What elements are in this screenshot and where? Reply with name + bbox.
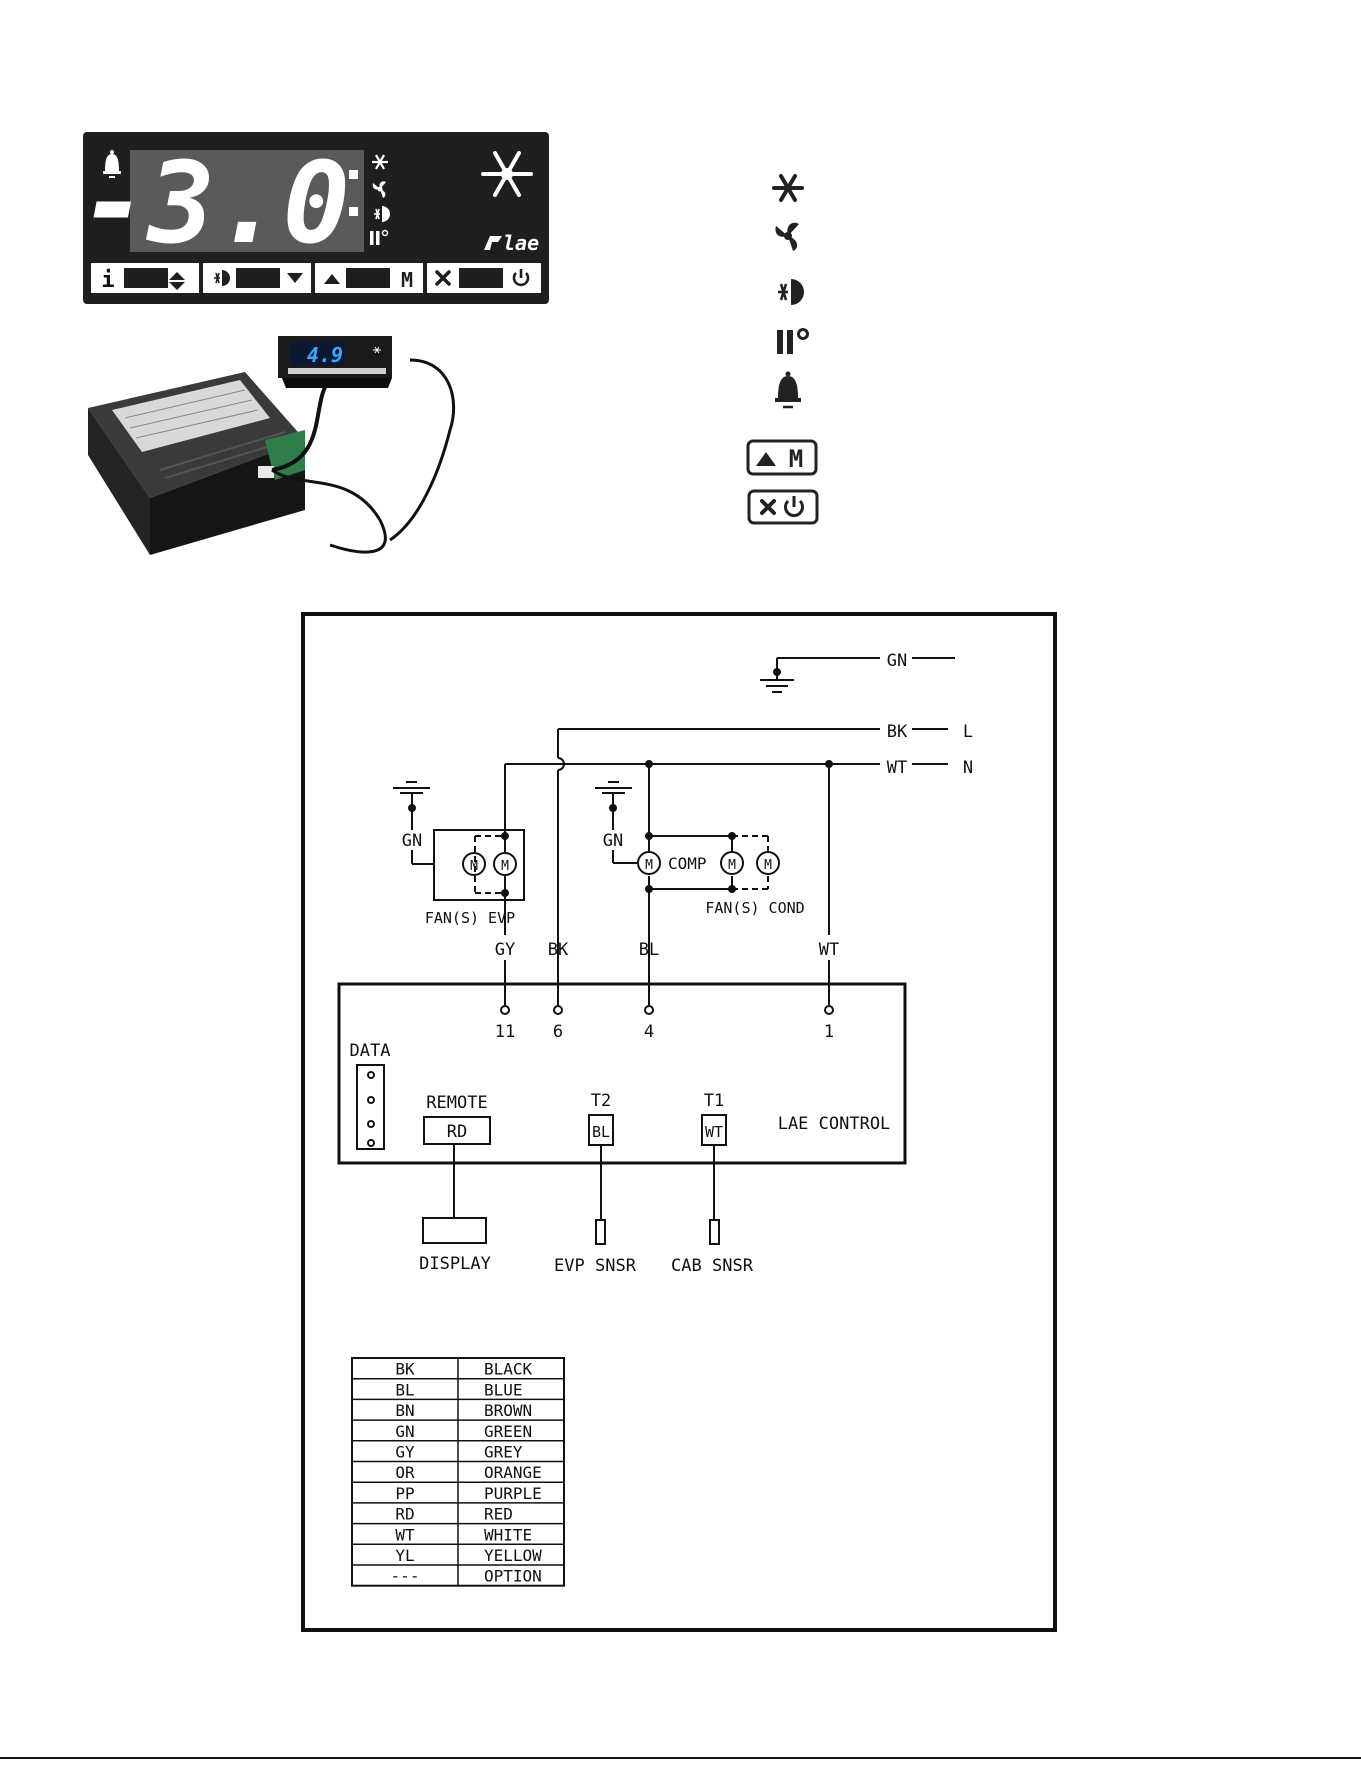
lae-control-label: LAE CONTROL (778, 1114, 891, 1134)
snowflake-icon (774, 176, 802, 200)
t2-label: T2 (591, 1091, 611, 1111)
panel-button-strip: i M (91, 263, 541, 293)
label-gn-top: GN (887, 651, 907, 671)
ground-symbol (760, 658, 955, 692)
label-bk-right: BK (887, 722, 908, 742)
terminal-1: 1 (824, 1022, 834, 1042)
fans-cond-label: FAN(S) COND (705, 899, 804, 917)
rd-label: RD (447, 1122, 467, 1142)
motor-label: M (645, 858, 653, 873)
data-label: DATA (350, 1041, 391, 1061)
pause-degree-icon (777, 330, 808, 355)
info-label: i (101, 268, 114, 293)
controller-module-illustration: 4.9 (88, 336, 454, 555)
remote-label: REMOTE (426, 1093, 487, 1113)
fan-icon (776, 223, 800, 251)
label-n: N (963, 758, 973, 778)
legend-color-name: GREEN (484, 1422, 532, 1441)
terminal-4: 4 (644, 1022, 654, 1042)
t1-box-label: WT (705, 1123, 723, 1141)
legend-code: RD (395, 1505, 414, 1524)
label-gn-comp: GN (603, 831, 623, 851)
schematic-labels: GN BK WT L N GN GN M M M M M COMP FAN(S)… (350, 651, 974, 1276)
panel-display-value: -3.0 (80, 139, 350, 269)
legend-color-name: YELLOW (484, 1546, 542, 1565)
label-wt: WT (819, 940, 839, 960)
legend-color-name: PURPLE (484, 1484, 542, 1503)
legend-m-label: M (789, 445, 803, 473)
stop-power-button-icon (749, 491, 817, 523)
legend-code: BL (395, 1380, 414, 1399)
legend-color-name: GREY (484, 1443, 523, 1462)
schematic-frame (303, 614, 1055, 1630)
evp-snsr-label: EVP SNSR (554, 1256, 637, 1276)
t2-box-label: BL (592, 1123, 610, 1141)
legend-color-name: WHITE (484, 1525, 532, 1544)
display-label: DISPLAY (419, 1254, 491, 1274)
controller-front-panel: -3.0 (80, 132, 549, 304)
up-m-button-icon: M (748, 441, 816, 474)
m-label: M (401, 268, 413, 292)
legend-code: OR (395, 1463, 415, 1482)
legend-code: BK (395, 1360, 415, 1379)
legend-code: GN (395, 1422, 414, 1441)
icon-legend: M (748, 176, 817, 523)
legend-color-name: BLUE (484, 1380, 523, 1399)
legend-color-name: BLACK (484, 1360, 533, 1379)
label-wt-right: WT (887, 758, 907, 778)
legend-color-name: RED (484, 1505, 513, 1524)
fans-evp-label: FAN(S) EVP (425, 909, 515, 927)
brand-logo-text: lae (503, 231, 539, 255)
legend-color-name: ORANGE (484, 1463, 542, 1482)
module-display-value: 4.9 (307, 343, 343, 367)
wiring-schematic (303, 614, 1055, 1630)
motor-label: M (764, 858, 772, 873)
legend-code: YL (395, 1546, 414, 1565)
legend-color-name: OPTION (484, 1567, 542, 1586)
terminal-6: 6 (553, 1022, 563, 1042)
t1-label: T1 (704, 1091, 724, 1111)
label-bl: BL (639, 940, 659, 960)
legend-code: --- (391, 1567, 420, 1586)
label-gy: GY (495, 940, 515, 960)
defrost-icon (778, 279, 804, 305)
label-bk: BK (548, 940, 569, 960)
motor-label: M (470, 859, 478, 874)
comp-label: COMP (668, 854, 707, 873)
label-l: L (963, 722, 973, 742)
terminal-11: 11 (495, 1022, 515, 1042)
color-code-table: BK BLACK BL BLUE BN BROWN GN GREEN GY GREY OR ORANG… (352, 1358, 564, 1586)
legend-code: WT (395, 1525, 415, 1544)
label-gn-evp: GN (402, 831, 422, 851)
legend-color-name: BROWN (484, 1401, 532, 1420)
motor-label: M (501, 859, 509, 874)
motor-label: M (728, 858, 736, 873)
legend-code: GY (395, 1443, 415, 1462)
cab-snsr-label: CAB SNSR (671, 1256, 754, 1276)
alarm-bell-icon (775, 372, 801, 408)
legend-code: BN (395, 1401, 414, 1420)
legend-code: PP (395, 1484, 414, 1503)
